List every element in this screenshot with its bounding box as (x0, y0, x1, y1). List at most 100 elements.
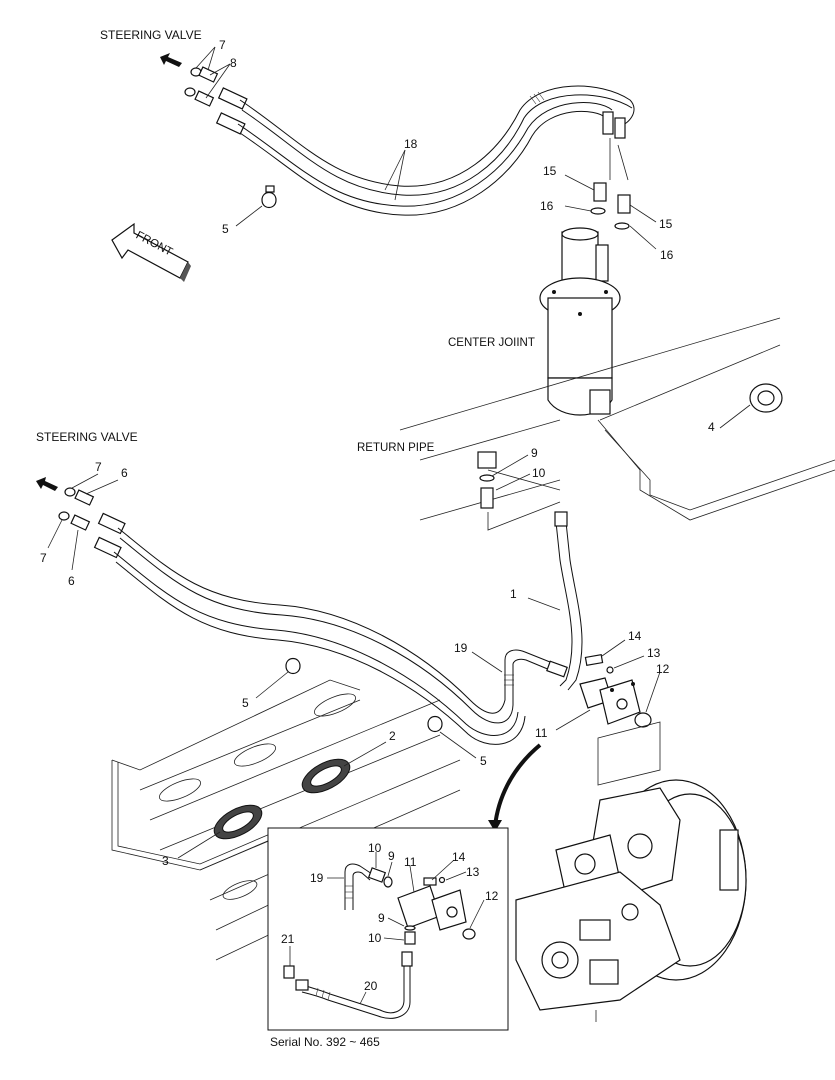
hose-end-fitting (215, 87, 248, 135)
o-ring-icon (404, 876, 476, 940)
callout-inset-11: 11 (404, 855, 417, 869)
callout-7b: 7 (40, 551, 47, 565)
middle-assembly: STEERING VALVE 7 6 7 6 (36, 430, 670, 961)
fitting-icon (593, 182, 631, 214)
leader-line (255, 671, 289, 699)
leader-line (343, 741, 387, 767)
leader-line (383, 937, 405, 941)
serial-detail-inset: 10 9 11 14 13 19 12 9 10 21 20 (267, 827, 509, 1031)
callout-19: 19 (454, 641, 468, 655)
callout-5-top: 5 (222, 222, 229, 236)
callout-6a: 6 (121, 466, 128, 480)
fitting-icon (283, 965, 309, 991)
front-arrow-icon: FRONT (111, 222, 191, 282)
callout-7a: 7 (95, 460, 102, 474)
leader-line (47, 519, 63, 549)
hose-1 (546, 511, 583, 691)
leader-line (719, 404, 751, 429)
fitting-icon (367, 867, 387, 883)
fitting-icon (584, 653, 604, 667)
leader-line (645, 671, 661, 713)
leader-line (207, 46, 216, 71)
grommet-2 (301, 758, 351, 794)
callout-11: 11 (535, 726, 548, 740)
callout-10: 10 (532, 466, 546, 480)
steering-valve-caption-mid: STEERING VALVE (36, 430, 138, 444)
callout-inset-13: 13 (466, 865, 480, 879)
fitting-icon (602, 111, 626, 139)
hose-clamp-icon (285, 657, 443, 733)
callout-inset-9: 9 (388, 849, 395, 863)
callout-inset-10b: 10 (368, 931, 382, 945)
frame-outline: 4 (399, 317, 835, 521)
callout-2: 2 (389, 729, 396, 743)
pointer-arrow (493, 743, 542, 827)
callout-8: 8 (230, 56, 237, 70)
leader-line (177, 831, 221, 859)
leader-line (195, 46, 216, 69)
leader-line (527, 597, 561, 611)
hose-18 (237, 85, 635, 216)
callout-9: 9 (531, 446, 538, 460)
leader-line (71, 529, 79, 571)
callout-15a: 15 (543, 164, 557, 178)
leader-line (409, 865, 415, 893)
leader-line (629, 225, 657, 250)
callout-16a: 16 (540, 199, 554, 213)
leader-line (495, 473, 531, 491)
callout-1: 1 (510, 587, 517, 601)
leader-line (491, 454, 529, 477)
hose-pair (113, 527, 551, 745)
leader-line (387, 861, 393, 877)
leader-line (394, 149, 406, 201)
callout-16b: 16 (660, 248, 674, 262)
hose-clamp-icon (261, 185, 277, 209)
leader-line (205, 63, 231, 99)
callout-18: 18 (404, 137, 418, 151)
adapter-11 (397, 885, 467, 931)
fitting-icon (480, 487, 494, 509)
callout-5b: 5 (480, 754, 487, 768)
main-pump (515, 779, 747, 1022)
adapter-11 (579, 677, 641, 725)
return-pipe-stub (477, 451, 497, 469)
callout-inset-21: 21 (281, 932, 295, 946)
leader-line (564, 174, 595, 191)
leader-line (613, 655, 645, 669)
leader-line (235, 205, 263, 227)
top-assembly: STEERING VALVE (100, 28, 674, 416)
leader-line (384, 149, 406, 191)
callout-4: 4 (708, 420, 715, 434)
leader-line (471, 651, 503, 673)
callout-14: 14 (628, 629, 642, 643)
leader-line (564, 205, 592, 212)
fitting-icon (194, 66, 219, 107)
callout-inset-19: 19 (310, 871, 324, 885)
return-pipe-caption: RETURN PIPE (357, 442, 435, 454)
serial-caption: Serial No. 392 ~ 465 (270, 1035, 380, 1049)
leader-line (209, 63, 231, 76)
direction-arrow-icon (36, 477, 58, 491)
fitting-icon (70, 489, 126, 559)
center-joint (539, 227, 621, 416)
grommet-3 (213, 804, 263, 840)
callout-3: 3 (162, 854, 169, 868)
leader-line (617, 144, 629, 181)
o-ring-icon (479, 474, 495, 482)
leader-line (487, 501, 561, 531)
hose-19 (344, 863, 373, 910)
o-ring-icon (58, 487, 76, 521)
leader-line (387, 917, 405, 927)
leader-line (71, 473, 99, 489)
hose-20 (301, 951, 413, 1019)
leader-line (629, 204, 657, 223)
direction-arrow-icon (160, 53, 182, 67)
callout-6b: 6 (68, 574, 75, 588)
leader-line (487, 469, 561, 491)
callout-inset-12: 12 (485, 889, 499, 903)
steering-valve-caption-top: STEERING VALVE (100, 28, 202, 42)
center-joint-caption: CENTER JOIINT (448, 337, 535, 349)
leader-line (359, 991, 367, 1005)
callout-7: 7 (219, 38, 226, 52)
